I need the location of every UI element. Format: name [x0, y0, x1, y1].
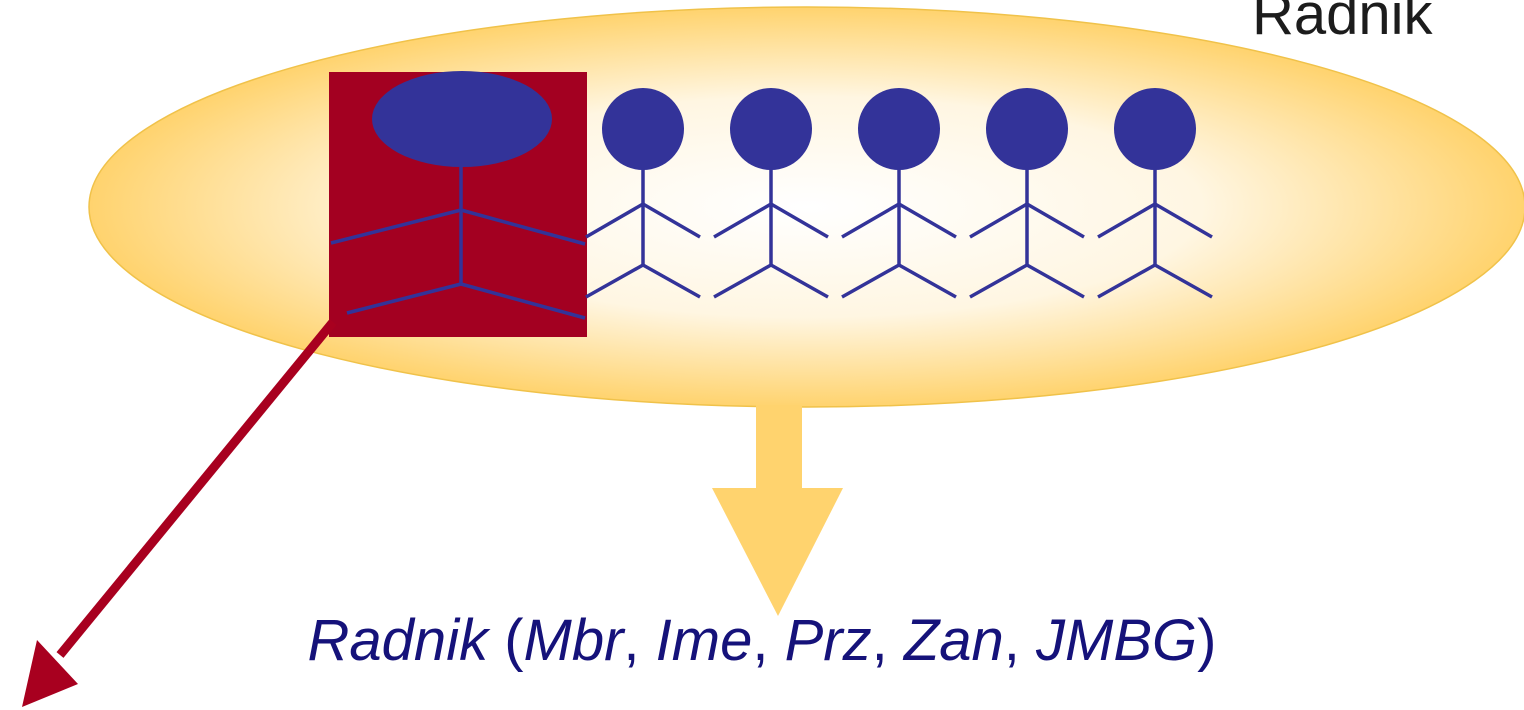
separator: ,	[1003, 608, 1036, 673]
attr-zan: Zan	[903, 608, 1004, 673]
down-arrow-icon	[712, 488, 843, 616]
mapping-arrow	[712, 405, 843, 616]
attr-mbr: Mbr	[523, 608, 624, 673]
stick-figure-icon	[841, 88, 957, 299]
stick-figure-icon	[969, 88, 1085, 299]
separator: ,	[752, 608, 785, 673]
relation-schema: Radnik (Mbr, Ime, Prz, Zan, JMBG)	[0, 612, 1524, 670]
close-paren: )	[1197, 608, 1217, 673]
attr-ime: Ime	[655, 608, 753, 673]
stick-figure-icon	[330, 71, 586, 320]
entity-set-ellipse	[88, 6, 1524, 408]
entity-set-title: Radnik	[1252, 0, 1433, 47]
open-paren: (	[504, 608, 524, 673]
separator: ,	[623, 608, 656, 673]
attr-prz: Prz	[784, 608, 872, 673]
relation-name: Radnik	[307, 608, 489, 673]
diagonal-arrow-icon	[22, 640, 78, 707]
stick-figure-icon	[713, 88, 829, 299]
separator: ,	[871, 608, 904, 673]
instance-arrow-shaft	[56, 319, 337, 658]
highlighted-entity	[329, 71, 587, 337]
attr-jmbg: JMBG	[1036, 608, 1198, 673]
plain-figures	[585, 88, 1213, 299]
stick-figure-icon	[585, 88, 701, 299]
mapping-arrow-shaft	[756, 405, 802, 490]
instance-arrow	[22, 319, 337, 707]
stick-figure-icon	[1097, 88, 1213, 299]
